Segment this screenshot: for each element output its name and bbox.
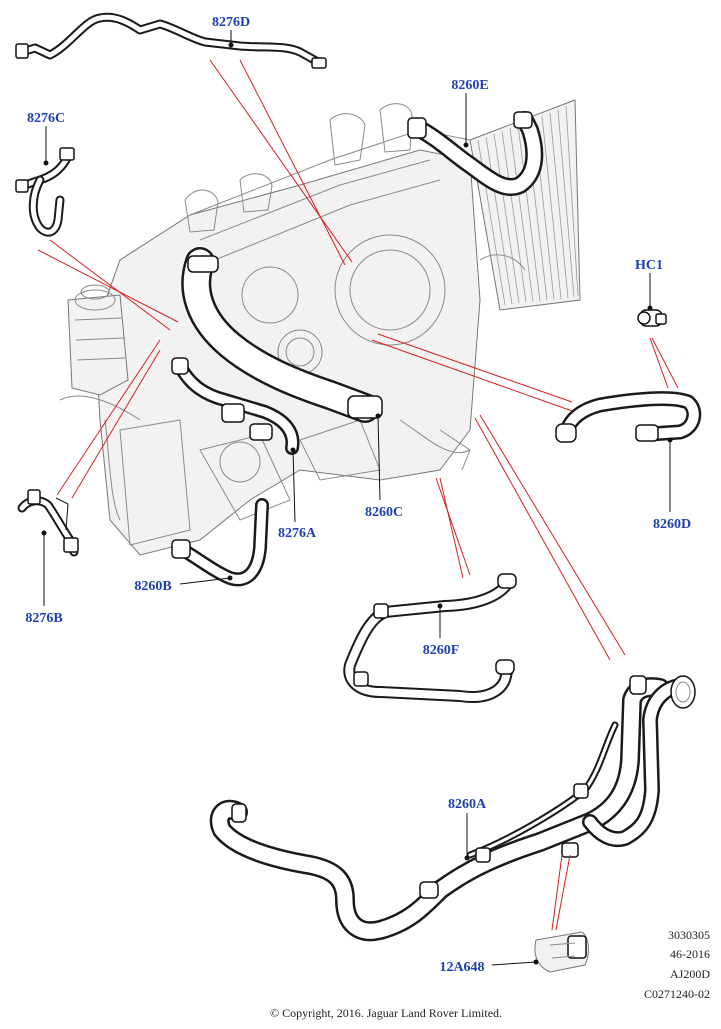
callout-8260D: 8260D	[653, 517, 691, 532]
part-12A648	[534, 931, 589, 973]
hose-8276D	[15, 12, 327, 69]
ref-line-1: 3030305	[668, 928, 710, 942]
ref-line-3: AJ200D	[670, 967, 710, 981]
callout-8276A: 8276A	[278, 526, 317, 541]
hose-8260E	[407, 111, 544, 196]
callout-8276D: 8276D	[212, 15, 250, 30]
callout-8260B: 8260B	[134, 579, 171, 594]
hose-8276C	[15, 147, 75, 237]
radiator	[469, 99, 581, 311]
ref-line-4: C0271240-02	[644, 987, 710, 1001]
hose-8260C	[181, 247, 383, 423]
hose-8276A	[171, 357, 300, 455]
callout-HC1: HC1	[635, 258, 663, 273]
callout-8276C: 8276C	[27, 111, 65, 126]
hose-8276B	[17, 489, 79, 557]
copyright-text: © Copyright, 2016. Jaguar Land Rover Lim…	[270, 1006, 502, 1020]
clip-HC1	[637, 309, 667, 327]
engine-assembly	[59, 99, 581, 556]
black-leader-lines	[41, 30, 673, 966]
coolant-reservoir	[67, 284, 129, 396]
callout-8260A: 8260A	[448, 797, 487, 812]
callout-8260C: 8260C	[365, 505, 403, 520]
hose-8260A	[209, 675, 696, 942]
callout-8276B: 8276B	[25, 611, 62, 626]
callout-8260F: 8260F	[423, 643, 460, 658]
red-leader-lines	[37, 59, 679, 661]
hose-8260D	[555, 391, 702, 443]
hose-8260F	[343, 573, 517, 703]
callout-8260E: 8260E	[451, 78, 488, 93]
callout-12A648: 12A648	[439, 960, 484, 975]
callout-labels: 8276D 8260E 8276C HC1 8260D 8260C 8276A …	[25, 15, 691, 975]
reference-block: 3030305 46-2016 AJ200D C0271240-02	[644, 928, 710, 1001]
ref-line-2: 46-2016	[670, 947, 710, 961]
